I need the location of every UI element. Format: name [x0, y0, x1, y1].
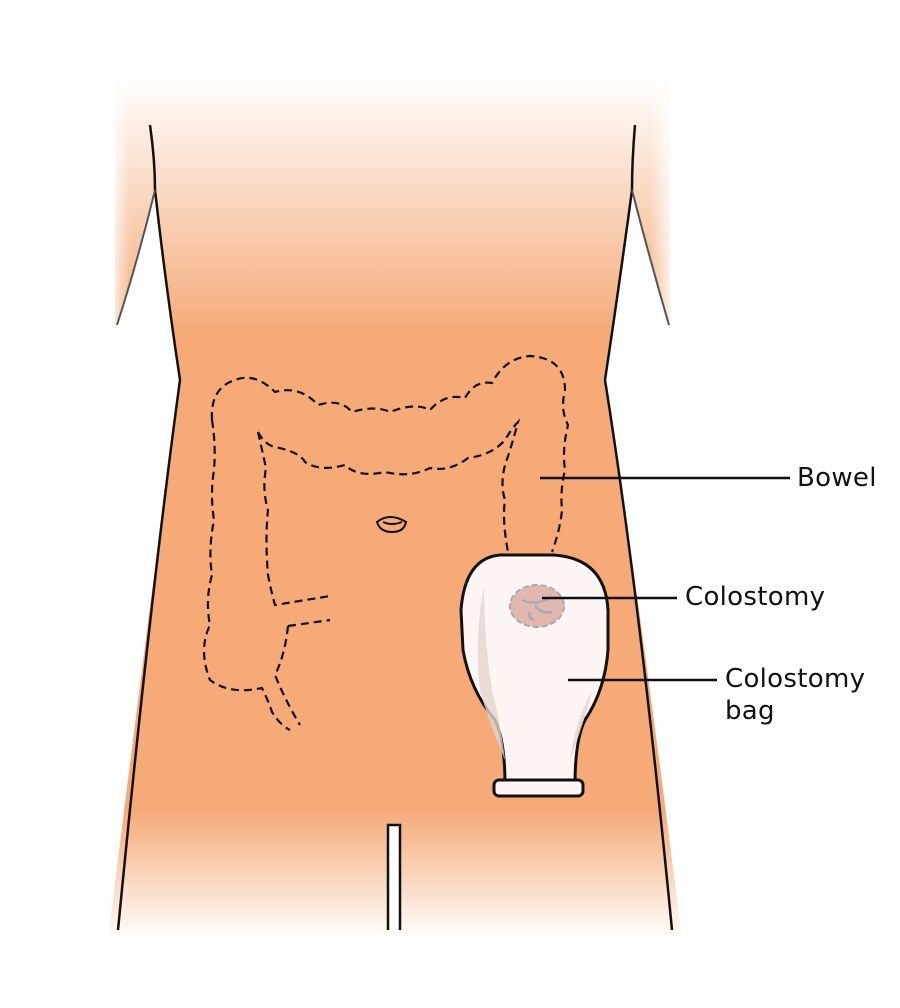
navel	[375, 516, 408, 534]
right-torso-outline	[603, 124, 674, 931]
colostomy-bag	[459, 553, 610, 798]
colostomy-bag-label-line1: Colostomy	[725, 664, 866, 694]
bowel-label: Bowel	[797, 463, 877, 493]
left-arm-outline	[116, 189, 156, 326]
colostomy-label: Colostomy	[685, 582, 826, 612]
colostomy-bag-label-line2: bag	[725, 696, 775, 726]
stoma	[509, 584, 565, 628]
colostomy-bag-label: Colostomy bag	[725, 663, 865, 727]
leg-gap	[388, 825, 400, 940]
torso-skin	[108, 75, 682, 940]
right-arm-outline	[631, 189, 670, 326]
left-torso-outline	[116, 124, 182, 931]
bowel-outline	[202, 354, 570, 731]
